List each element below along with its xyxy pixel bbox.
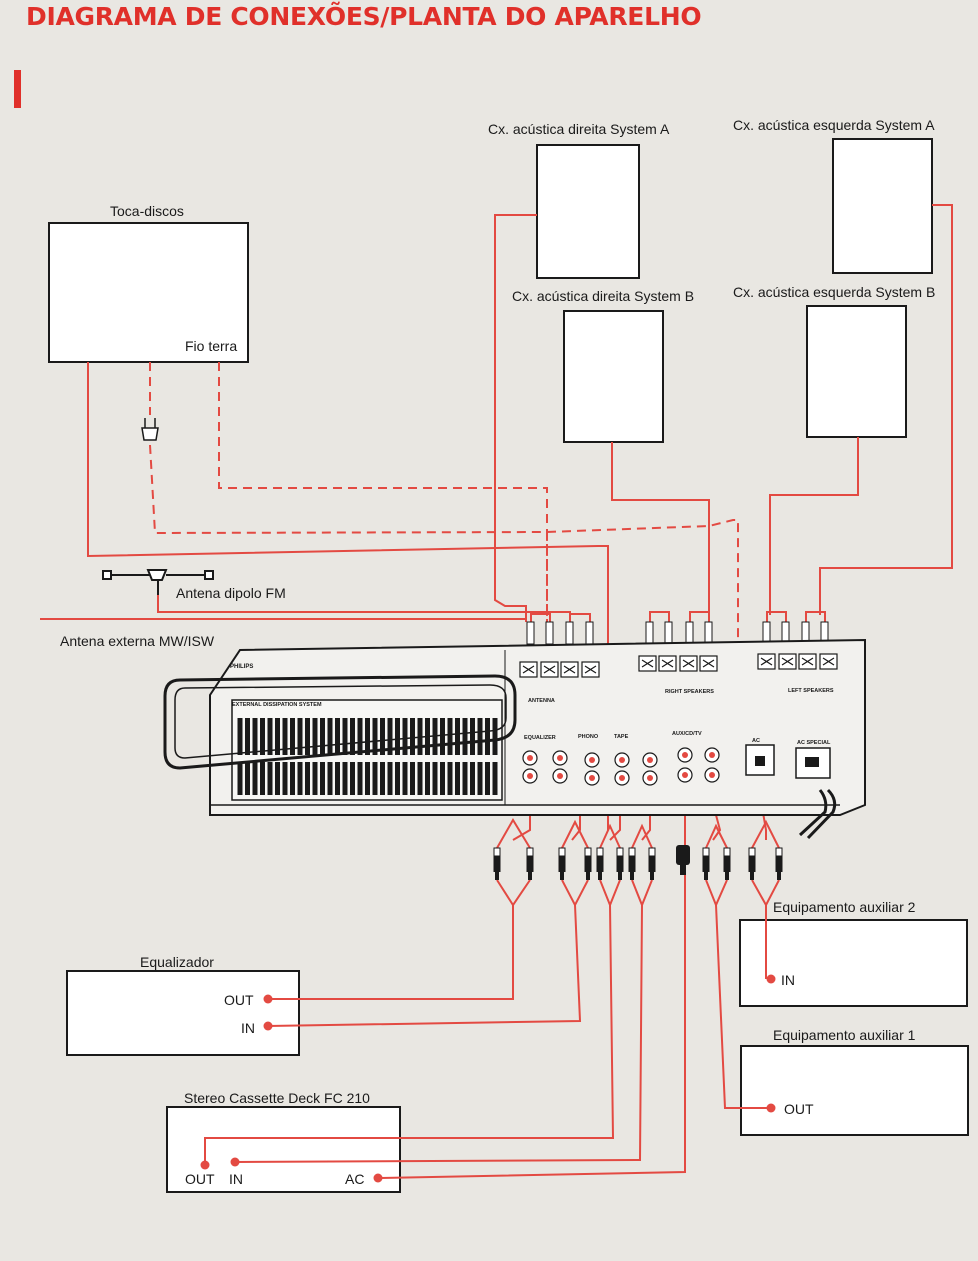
turntable-box [48,222,249,363]
receiver-rear-panel [163,638,866,840]
speaker-wire-plugs [526,621,829,645]
fm-dipole-antenna [102,569,214,595]
mw-antenna-label: Antena externa MW/ISW [60,633,215,649]
rca-plug [775,847,783,880]
speaker-left-a-box [832,138,933,274]
cassette-label: Stereo Cassette Deck FC 210 [184,1090,370,1106]
speaker-right-a-label: Cx. acústica direita System A [488,121,670,137]
equalizer-out-label: OUT [224,992,254,1008]
ground-wire-label: Fio terra [185,338,237,354]
aux1-out-label: OUT [784,1101,814,1117]
phono-jack-label: PHONO [578,734,599,740]
mw-loop-antenna [163,674,517,770]
cassette-out-label: OUT [185,1171,215,1187]
turntable-label: Toca-discos [110,203,184,219]
antenna-label: ANTENNA [528,698,555,704]
ac-outlet-label: AC [752,738,760,744]
equalizer-jack-label: EQUALIZER [524,735,556,741]
rca-cord-plugs [493,847,783,880]
equalizer-in-label: IN [241,1020,255,1036]
cassette-ac-label: AC [345,1171,364,1187]
brand-label: PHILIPS [230,664,253,670]
rca-plug [584,847,592,880]
aux2-label: Equipamento auxiliar 2 [773,899,916,915]
aux2-box [739,919,968,1007]
equalizer-label: Equalizador [140,954,214,970]
rca-plug [558,847,566,880]
wires [40,204,953,1179]
port-dots [200,974,776,1183]
aux1-label: Equipamento auxiliar 1 [773,1027,916,1043]
ext-system-label: EXTERNAL DISSIPATION SYSTEM [232,702,322,708]
dashed-wires [149,362,739,720]
cassette-box [166,1106,401,1193]
aux2-in-label: IN [781,972,795,988]
accent-bar [14,70,21,108]
speaker-right-a-box [536,144,640,279]
rca-plug [526,847,534,880]
rca-plug [628,847,636,880]
rca-plug [493,847,501,880]
ac-plug-icon [676,845,690,875]
tape-jack-label: TAPE [614,734,629,740]
speaker-right-b-label: Cx. acústica direita System B [512,288,694,304]
ac-special-label: AC SPECIAL [797,740,831,746]
fm-antenna-label: Antena dipolo FM [176,585,286,601]
left-speakers-label: LEFT SPEAKERS [788,688,834,694]
speaker-left-b-label: Cx. acústica esquerda System B [733,284,935,300]
aux-jack-label: AUX/CD/TV [672,731,702,737]
page-title: DIAGRAMA DE CONEXÕES/PLANTA DO APARELHO [26,2,702,31]
cassette-in-label: IN [229,1171,243,1187]
right-speakers-label: RIGHT SPEAKERS [665,689,714,695]
rca-plug [723,847,731,880]
ground-plug-icon [141,418,159,441]
speaker-right-b-box [563,310,664,443]
rca-plug [616,847,624,880]
rca-plug [596,847,604,880]
equalizer-box [66,970,300,1056]
heat-sink [231,699,503,801]
aux1-box [740,1045,969,1136]
rca-plug [702,847,710,880]
speaker-left-b-box [806,305,907,438]
rca-plug [748,847,756,880]
rca-plug [648,847,656,880]
speaker-left-a-label: Cx. acústica esquerda System A [733,117,935,133]
